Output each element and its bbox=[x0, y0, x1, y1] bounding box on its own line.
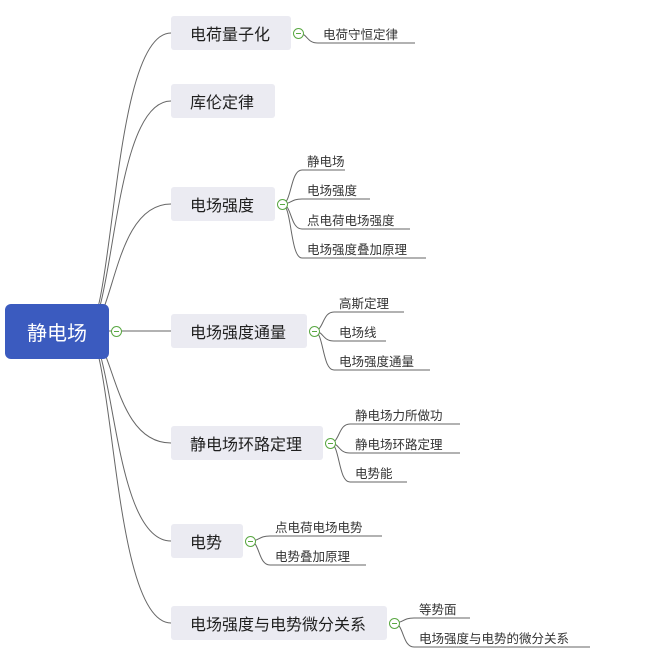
branch-label: 电场强度与电势微分关系 bbox=[190, 615, 367, 634]
leaf-potential-superposition[interactable]: 电势叠加原理 bbox=[275, 549, 351, 564]
leaf-potential-energy[interactable]: 电势能 bbox=[355, 466, 393, 481]
branch-node-potential[interactable]: 电势 bbox=[171, 524, 243, 558]
leaf-field-flux[interactable]: 电场强度通量 bbox=[339, 354, 415, 369]
branch-collapse-toggle-icon[interactable] bbox=[325, 438, 336, 449]
connector-line bbox=[84, 100, 172, 332]
branch-label: 电荷量子化 bbox=[190, 25, 271, 44]
branch-collapse-toggle-icon[interactable] bbox=[389, 618, 400, 629]
connector-line bbox=[249, 535, 382, 542]
branch-label: 电场强度通量 bbox=[190, 323, 287, 342]
branch-node-field-flux[interactable]: 电场强度通量 bbox=[171, 314, 307, 348]
branch-node-differential-relation[interactable]: 电场强度与电势微分关系 bbox=[171, 606, 387, 640]
leaf-point-charge-potential[interactable]: 点电荷电场电势 bbox=[275, 520, 363, 535]
branch-collapse-toggle-icon[interactable] bbox=[277, 199, 288, 210]
connector-line bbox=[84, 330, 172, 624]
leaf-gauss-law[interactable]: 高斯定理 bbox=[339, 296, 390, 311]
leaf-field-lines[interactable]: 电场线 bbox=[339, 325, 377, 340]
leaf-equipotential-surface[interactable]: 等势面 bbox=[419, 602, 457, 617]
branch-node-charge-quantization[interactable]: 电荷量子化 bbox=[171, 16, 291, 50]
leaf-work-by-field[interactable]: 静电场力所做功 bbox=[355, 408, 443, 423]
branch-label: 静电场环路定理 bbox=[190, 435, 303, 454]
leaf-point-charge-field[interactable]: 点电荷电场强度 bbox=[307, 213, 395, 228]
leaf-circulation-theorem[interactable]: 静电场环路定理 bbox=[355, 437, 443, 452]
branch-collapse-toggle-icon[interactable] bbox=[293, 28, 304, 39]
leaf-field-strength[interactable]: 电场强度 bbox=[307, 183, 358, 198]
branch-label: 库伦定律 bbox=[190, 93, 255, 112]
leaf-field-superposition[interactable]: 电场强度叠加原理 bbox=[307, 242, 408, 257]
root-collapse-toggle-icon[interactable] bbox=[111, 326, 122, 337]
branch-collapse-toggle-icon[interactable] bbox=[309, 326, 320, 337]
branch-label: 电场强度 bbox=[190, 196, 255, 215]
connector-line bbox=[393, 617, 470, 624]
connector-line bbox=[84, 32, 172, 332]
leaf-charge-conservation[interactable]: 电荷守恒定律 bbox=[323, 27, 399, 42]
connector-line bbox=[281, 198, 370, 205]
leaf-electrostatic-field[interactable]: 静电场 bbox=[307, 154, 345, 169]
branch-node-field-strength[interactable]: 电场强度 bbox=[171, 187, 275, 221]
branch-label: 电势 bbox=[190, 533, 223, 552]
root-label: 静电场 bbox=[27, 321, 87, 345]
connector-line bbox=[84, 330, 172, 542]
leaf-differential-relation[interactable]: 电场强度与电势的微分关系 bbox=[419, 631, 570, 646]
branch-node-circulation-theorem[interactable]: 静电场环路定理 bbox=[171, 426, 323, 460]
root-node[interactable]: 静电场 bbox=[5, 304, 109, 359]
branch-node-coulomb-law[interactable]: 库伦定律 bbox=[171, 84, 275, 118]
branch-collapse-toggle-icon[interactable] bbox=[245, 536, 256, 547]
